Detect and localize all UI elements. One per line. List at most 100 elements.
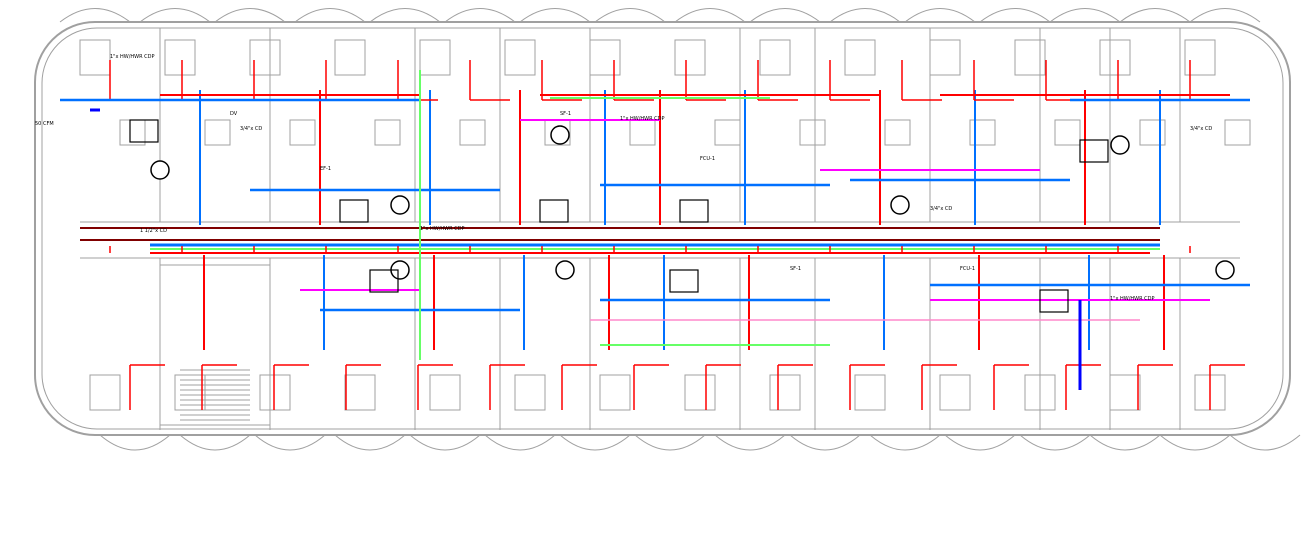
window-bay-bottom — [179, 434, 251, 451]
window-bay-bottom — [99, 434, 171, 451]
window-bay-bottom — [559, 434, 631, 451]
fan-coil-unit-icon — [1215, 260, 1235, 280]
pipe-label: SF-1 — [790, 266, 801, 272]
bed — [599, 374, 631, 411]
architectural-walls — [34, 8, 1301, 451]
window-bay-top — [594, 8, 666, 23]
bed — [1024, 374, 1056, 411]
air-handler-box — [1039, 289, 1069, 313]
air-handler-box — [539, 199, 569, 223]
window-bay-bottom — [254, 434, 326, 451]
building-outline-inner — [41, 27, 1284, 430]
bed — [769, 374, 801, 411]
pipe-label: DV — [230, 111, 238, 117]
table — [714, 119, 741, 146]
window-bay-top — [1189, 8, 1261, 23]
fan-coil-unit-icon — [390, 195, 410, 215]
bed — [334, 39, 366, 76]
table — [119, 119, 146, 146]
equipment — [129, 119, 1235, 313]
pipe-label: 1"x HW/HWR CDP — [1110, 296, 1155, 302]
window-bay-top — [979, 8, 1051, 23]
table — [799, 119, 826, 146]
window-bay-bottom — [789, 434, 861, 451]
bed — [1184, 39, 1216, 76]
bed — [429, 374, 461, 411]
bed — [759, 39, 791, 76]
bed — [1109, 374, 1141, 411]
bed — [514, 374, 546, 411]
fan-coil-unit-icon — [555, 260, 575, 280]
table — [1139, 119, 1166, 146]
air-handler-box — [1079, 139, 1109, 163]
window-bay-bottom — [1159, 434, 1231, 451]
window-bay-top — [1119, 8, 1191, 23]
mep-pipes — [60, 60, 1250, 410]
bed — [259, 374, 291, 411]
table — [204, 119, 231, 146]
pipe-label: 1"x HW/HWR CDP — [420, 226, 465, 232]
window-bay-top — [1049, 8, 1121, 23]
window-bay-top — [674, 8, 746, 23]
fan-coil-unit-icon — [150, 160, 170, 180]
window-bay-top — [749, 8, 821, 23]
bed — [674, 39, 706, 76]
bed — [249, 39, 281, 76]
pipe-label: SF-1 — [560, 111, 571, 117]
pipe-label: FCU-1 — [700, 156, 715, 162]
air-handler-box — [369, 269, 399, 293]
pipe-label: 1"x HW/HWR CDP — [110, 54, 155, 60]
window-bay-top — [214, 8, 286, 23]
window-bay-bottom — [714, 434, 786, 451]
bed — [79, 39, 111, 76]
table — [374, 119, 401, 146]
bed — [844, 39, 876, 76]
pipe-label: 3/4"x CD — [240, 126, 262, 132]
table — [629, 119, 656, 146]
stair-core — [159, 264, 271, 426]
bed — [164, 39, 196, 76]
pipe-label: EF-1 — [320, 166, 331, 172]
window-bay-top — [444, 8, 516, 23]
pipe-label: 50 CFM — [35, 121, 54, 127]
pipe-label: FCU-1 — [960, 266, 975, 272]
table — [884, 119, 911, 146]
window-bay-bottom — [1229, 434, 1301, 451]
table — [1054, 119, 1081, 146]
bed — [1014, 39, 1046, 76]
table — [459, 119, 486, 146]
bed — [929, 39, 961, 76]
window-bay-bottom — [944, 434, 1016, 451]
air-handler-box — [129, 119, 159, 143]
window-bay-bottom — [634, 434, 706, 451]
window-bay-top — [519, 8, 591, 23]
building-outline — [34, 21, 1291, 436]
pipe-label: 1 1/2"x CD — [140, 228, 167, 234]
window-bay-top — [294, 8, 366, 23]
bed — [1099, 39, 1131, 76]
bed — [684, 374, 716, 411]
fan-coil-unit-icon — [550, 125, 570, 145]
window-bay-bottom — [409, 434, 481, 451]
bed — [504, 39, 536, 76]
window-bay-bottom — [869, 434, 941, 451]
fan-coil-unit-icon — [890, 195, 910, 215]
window-bay-top — [904, 8, 976, 23]
pipe-label: 3/4"x CD — [1190, 126, 1212, 132]
pipe-label: 3/4"x CD — [930, 206, 952, 212]
window-bay-bottom — [484, 434, 556, 451]
bed — [419, 39, 451, 76]
window-bay-top — [369, 8, 441, 23]
window-bay-bottom — [334, 434, 406, 451]
air-handler-box — [669, 269, 699, 293]
air-handler-box — [339, 199, 369, 223]
air-handler-box — [679, 199, 709, 223]
table — [289, 119, 316, 146]
window-bay-top — [829, 8, 901, 23]
window-bay-top — [59, 8, 131, 23]
window-bay-bottom — [1019, 434, 1091, 451]
table — [1224, 119, 1251, 146]
bed — [344, 374, 376, 411]
